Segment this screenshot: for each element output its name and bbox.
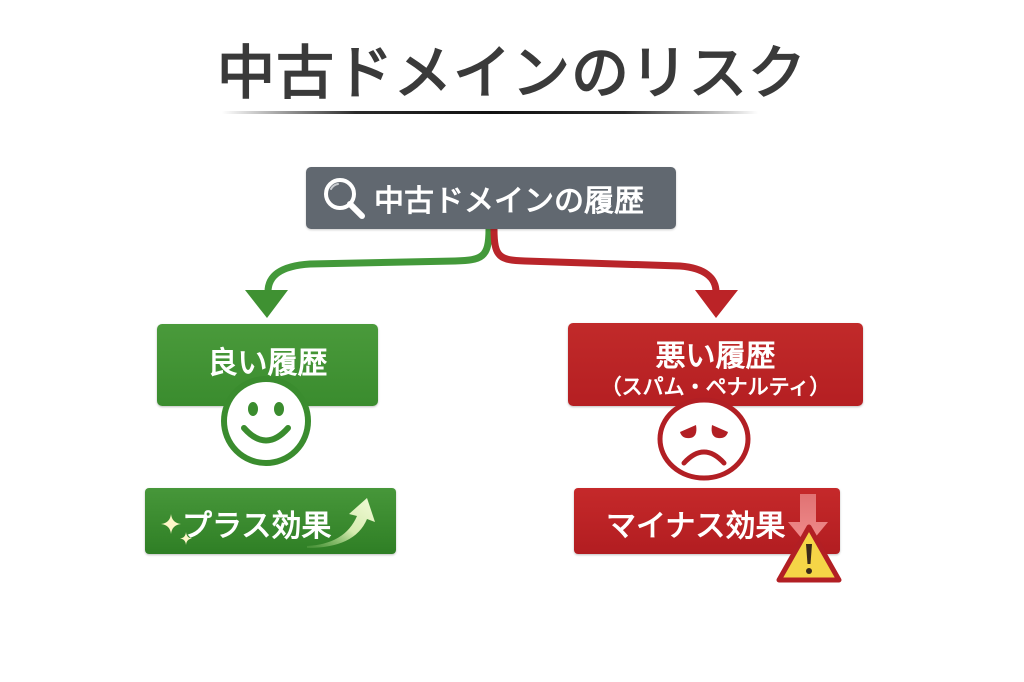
bad-history-sublabel: （スパム・ペナルティ）	[600, 375, 831, 399]
smiley-face-icon	[221, 376, 311, 466]
bad-history-label: 悪い履歴	[655, 339, 776, 374]
root-label: 中古ドメインの履歴	[374, 184, 644, 219]
plus-effect-badge: プラス効果	[145, 488, 396, 554]
root-node: 中古ドメインの履歴	[306, 167, 676, 229]
sad-face-icon	[657, 397, 751, 481]
up-arrow-icon	[307, 498, 375, 548]
bad-history-node: 悪い履歴 （スパム・ペナルティ）	[568, 323, 863, 406]
search-icon	[324, 178, 365, 219]
minus-effect-badge: マイナス効果	[574, 488, 840, 554]
good-history-node: 良い履歴	[157, 324, 378, 406]
warning-icon	[776, 524, 842, 583]
red-arrow-icon	[490, 225, 738, 318]
minus-effect-label: マイナス効果	[606, 509, 786, 544]
down-arrow-icon	[788, 494, 828, 546]
sparkle-icon	[161, 514, 192, 545]
title-underline	[222, 111, 758, 114]
plus-effect-label: プラス効果	[182, 509, 332, 544]
page-title: 中古ドメインのリスク	[216, 39, 807, 107]
good-history-label: 良い履歴	[207, 346, 328, 381]
green-arrow-icon	[245, 225, 493, 318]
